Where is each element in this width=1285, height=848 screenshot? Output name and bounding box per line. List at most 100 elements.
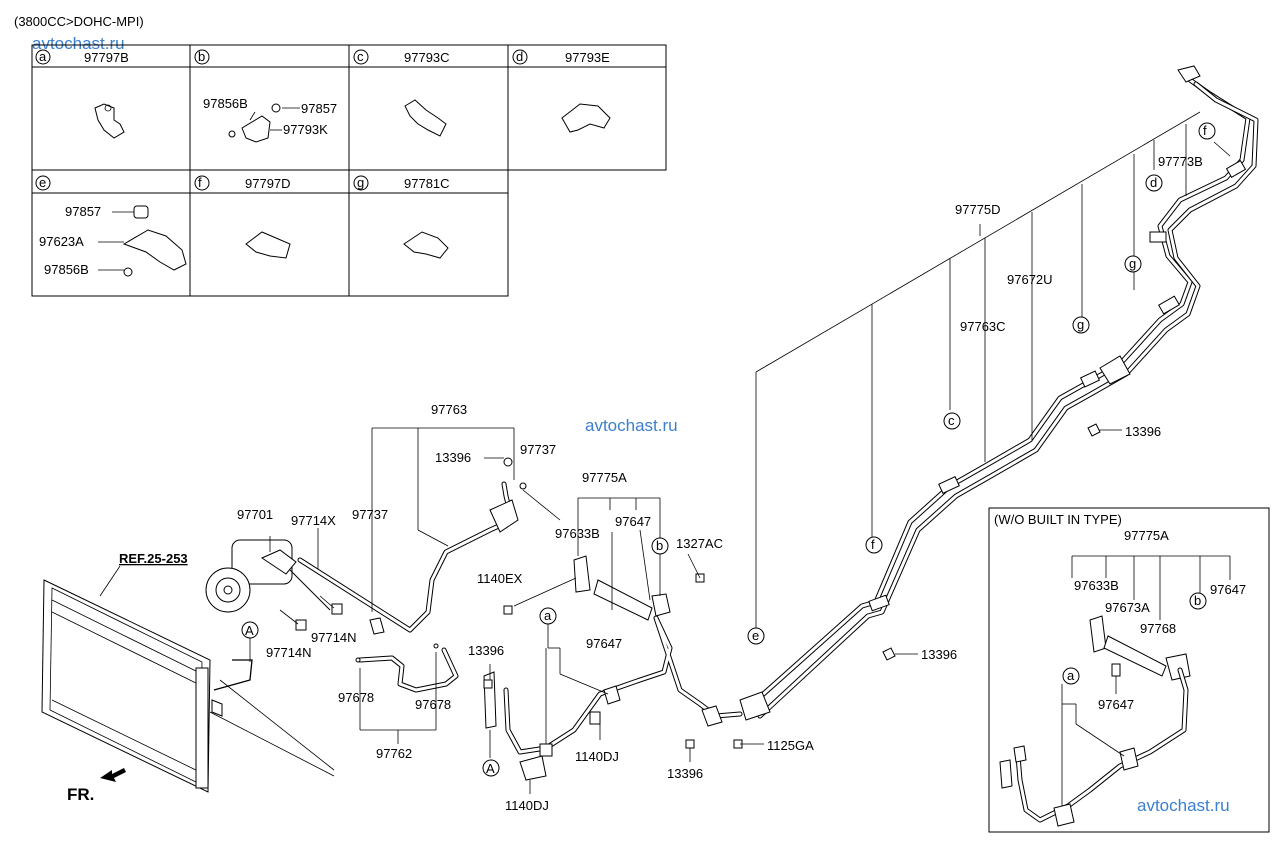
part-label-97623A: 97623A [39,234,84,249]
part-label-97763: 97763 [431,402,467,417]
watermark-bottom: avtochast.ru [1137,796,1230,815]
callout-g-top: g [1124,255,1142,273]
part-label-13396: 13396 [921,647,957,662]
inset-part-97647: 97647 [1098,697,1134,712]
callout-g-mid: g [1072,316,1090,334]
part-label-13396: 13396 [667,766,703,781]
inset-part-97775A: 97775A [1124,528,1169,543]
cell-letter: g [357,175,364,190]
watermark-top: avtochast.ru [32,34,125,53]
svg-text:d: d [1150,175,1157,190]
cell-letter: d [516,49,523,64]
part-label-97647: 97647 [615,514,651,529]
callout-b: b [651,537,669,555]
part-label-97857: 97857 [65,204,101,219]
callout-b-inset: b [1189,592,1207,610]
part-label-97763C: 97763C [960,319,1006,334]
svg-text:a: a [1067,668,1075,683]
part-label-97775A: 97775A [582,470,627,485]
callout-c: c [943,412,961,430]
part-label-97856B: 97856B [44,262,89,277]
svg-text:a: a [544,608,552,623]
svg-text:g: g [1129,256,1136,271]
callout-A-left: A [241,621,259,639]
watermark-middle: avtochast.ru [585,416,678,435]
cell-part-number: 97797D [245,176,291,191]
table-cell-b: b 97856B 97857 97793K [194,49,337,143]
cell-letter: b [198,49,205,64]
table-cell-f: f 97797D [194,175,291,259]
part-label-97856B: 97856B [203,96,248,111]
callout-e: e [747,627,765,645]
part-label-1140DJ: 1140DJ [575,749,619,764]
part-label-97701: 97701 [237,507,273,522]
table-cell-e: e 97857 97623A 97856B [35,175,187,277]
inset-without-built-in: (W/O BUILT IN TYPE) 97775A 97633B 97673A… [988,507,1270,833]
part-label-97678: 97678 [415,697,451,712]
svg-text:c: c [948,413,955,428]
cell-part-number: 97793E [565,50,610,65]
rear-pipe-assembly [739,65,1259,721]
part-label-97793K: 97793K [283,122,328,137]
part-label-97762: 97762 [376,746,412,761]
part-label-13396: 13396 [435,450,471,465]
part-label-1125GA: 1125GA [767,738,814,753]
cell-part-number: 97793C [404,50,450,65]
svg-text:f: f [871,537,875,552]
part-label-1140DJ: 1140DJ [505,798,549,813]
front-arrow-icon [100,768,126,782]
callout-a-inset: a [1062,667,1080,685]
cell-letter: f [198,175,202,190]
inset-part-97633B: 97633B [1074,578,1119,593]
compressor-assembly [205,528,343,631]
svg-text:A: A [486,761,495,776]
part-label-97678: 97678 [338,690,374,705]
callout-a: a [539,607,557,625]
table-cell-a: a 97797B [35,49,129,139]
ref-label: REF.25-253 [119,551,188,566]
cell-letter: e [39,175,46,190]
svg-text:b: b [1194,593,1201,608]
suction-discharge-hoses [297,457,527,693]
table-cell-d: d 97793E [512,49,611,133]
inset-part-97647: 97647 [1210,582,1246,597]
condenser [41,579,335,793]
table-cell-g: g 97781C [353,175,450,259]
part-label-97647: 97647 [586,636,622,651]
part-label-97633B: 97633B [555,526,600,541]
part-label-1327AC: 1327AC [676,536,723,551]
svg-text:f: f [1203,123,1207,138]
engine-spec: (3800CC>DOHC-MPI) [14,14,144,29]
part-label-97773B: 97773B [1158,154,1203,169]
cell-letter: c [357,49,364,64]
parts-table: a 97797B b 97856B 97857 97793K c 97793C [31,44,667,297]
front-indicator: FR. [67,785,94,804]
part-label-97737: 97737 [352,507,388,522]
part-label-97714X: 97714X [291,513,336,528]
cell-part-number: 97781C [404,176,450,191]
liquid-line [483,555,743,781]
callout-A-bottom: A [482,759,500,777]
svg-text:e: e [752,628,759,643]
part-label-13396: 13396 [468,643,504,658]
callout-f-top: f [1198,122,1216,140]
inset-part-97673A: 97673A [1105,600,1150,615]
inset-part-97768: 97768 [1140,621,1176,636]
part-label-97714N: 97714N [311,630,357,645]
part-label-97737: 97737 [520,442,556,457]
svg-text:g: g [1077,317,1084,332]
part-label-97857: 97857 [301,101,337,116]
part-label-97714N: 97714N [266,645,312,660]
part-label-97672U: 97672U [1007,272,1053,287]
cell-letter: a [39,49,47,64]
part-label-97775D: 97775D [955,202,1001,217]
part-label-13396: 13396 [1125,424,1161,439]
callout-d: d [1145,174,1163,192]
cell-part-number: 97797B [84,50,129,65]
svg-text:A: A [245,623,254,638]
table-cell-c: c 97793C [353,49,450,137]
svg-text:b: b [656,538,663,553]
callout-f-mid: f [865,536,883,554]
part-label-1140EX: 1140EX [477,571,523,586]
